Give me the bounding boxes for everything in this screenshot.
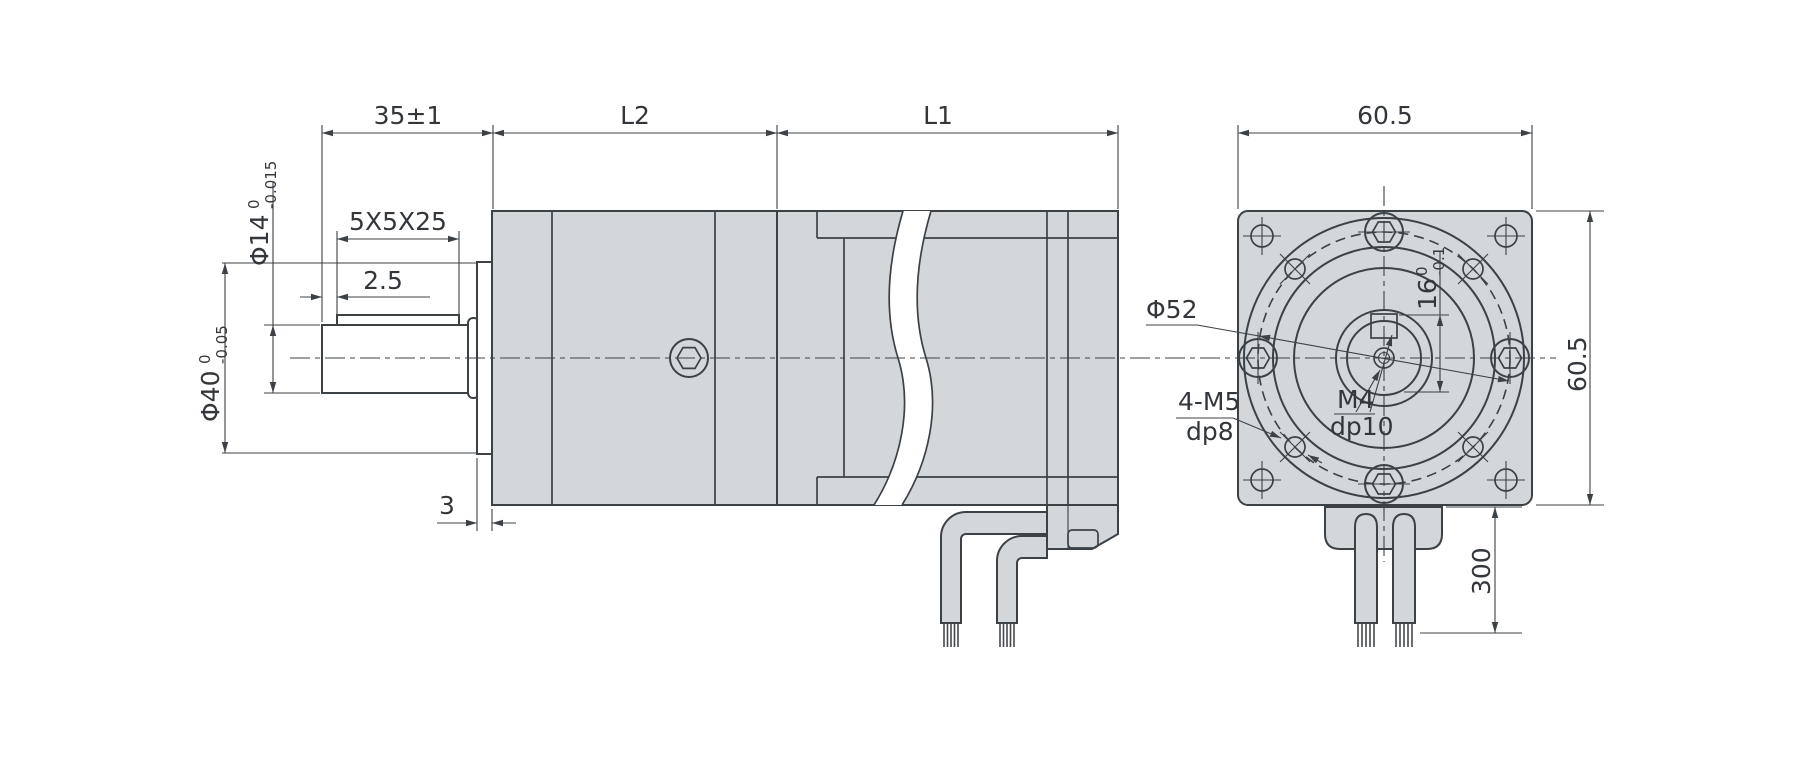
svg-text:Φ40: Φ40 bbox=[196, 371, 225, 423]
side-view bbox=[321, 210, 1119, 647]
cable-2-front bbox=[1392, 512, 1416, 624]
svg-text:-0.1: -0.1 bbox=[1430, 247, 1448, 276]
dim-mount-thread-1: 4-M5 bbox=[1178, 387, 1240, 416]
dim-gearbox-length: L2 bbox=[620, 101, 650, 130]
corner-holes bbox=[1243, 217, 1525, 499]
cable-2-side bbox=[996, 535, 1048, 624]
dim-shaft-tap-2: dp10 bbox=[1330, 412, 1394, 441]
svg-text:0: 0 bbox=[1413, 266, 1431, 276]
cable-1-front bbox=[1354, 512, 1378, 624]
dim-bolt-circle: Φ52 bbox=[1146, 295, 1198, 324]
dim-key-spec: 5X5X25 bbox=[349, 207, 447, 236]
svg-text:60.5: 60.5 bbox=[1563, 336, 1592, 392]
dim-shaft-diameter: Φ14 0 -0.015 bbox=[245, 161, 280, 266]
dim-motor-length: L1 bbox=[923, 101, 953, 130]
wire-strands-front bbox=[1357, 623, 1413, 647]
dim-pilot-diameter: Φ40 0 -0.05 bbox=[196, 325, 231, 422]
side-connector bbox=[1046, 504, 1119, 550]
svg-text:0: 0 bbox=[196, 354, 214, 364]
cable-1-side bbox=[940, 511, 1048, 624]
connector-tab bbox=[1067, 529, 1099, 549]
m5-holes bbox=[1279, 253, 1489, 463]
svg-text:-0.05: -0.05 bbox=[213, 325, 231, 364]
svg-text:0: 0 bbox=[245, 199, 263, 209]
dimensions: 35±1 L2 L1 60.5 5X5X25 2.5 3 Φ52 4-M5 dp… bbox=[196, 101, 1604, 634]
dim-flange-height: 60.5 bbox=[1563, 336, 1592, 392]
dim-shaft-length: 35±1 bbox=[374, 101, 443, 130]
svg-text:Φ14: Φ14 bbox=[245, 215, 274, 267]
dim-pilot-thickness: 3 bbox=[439, 491, 455, 520]
dim-shaft-tap-1: M4 bbox=[1337, 385, 1374, 414]
svg-text:-0.015: -0.015 bbox=[262, 161, 280, 209]
dim-key-setback: 2.5 bbox=[363, 266, 403, 295]
dim-shaft-section-height: 16 0 -0.1 bbox=[1413, 247, 1448, 310]
dim-cable-length: 300 bbox=[1467, 547, 1496, 595]
output-shaft bbox=[321, 324, 478, 394]
shaft-key bbox=[336, 314, 460, 326]
dim-flange-width: 60.5 bbox=[1357, 101, 1413, 130]
svg-text:16: 16 bbox=[1413, 278, 1442, 310]
wire-strands-side bbox=[943, 623, 1015, 647]
dim-mount-thread-2: dp8 bbox=[1186, 417, 1234, 446]
svg-text:300: 300 bbox=[1467, 547, 1496, 595]
